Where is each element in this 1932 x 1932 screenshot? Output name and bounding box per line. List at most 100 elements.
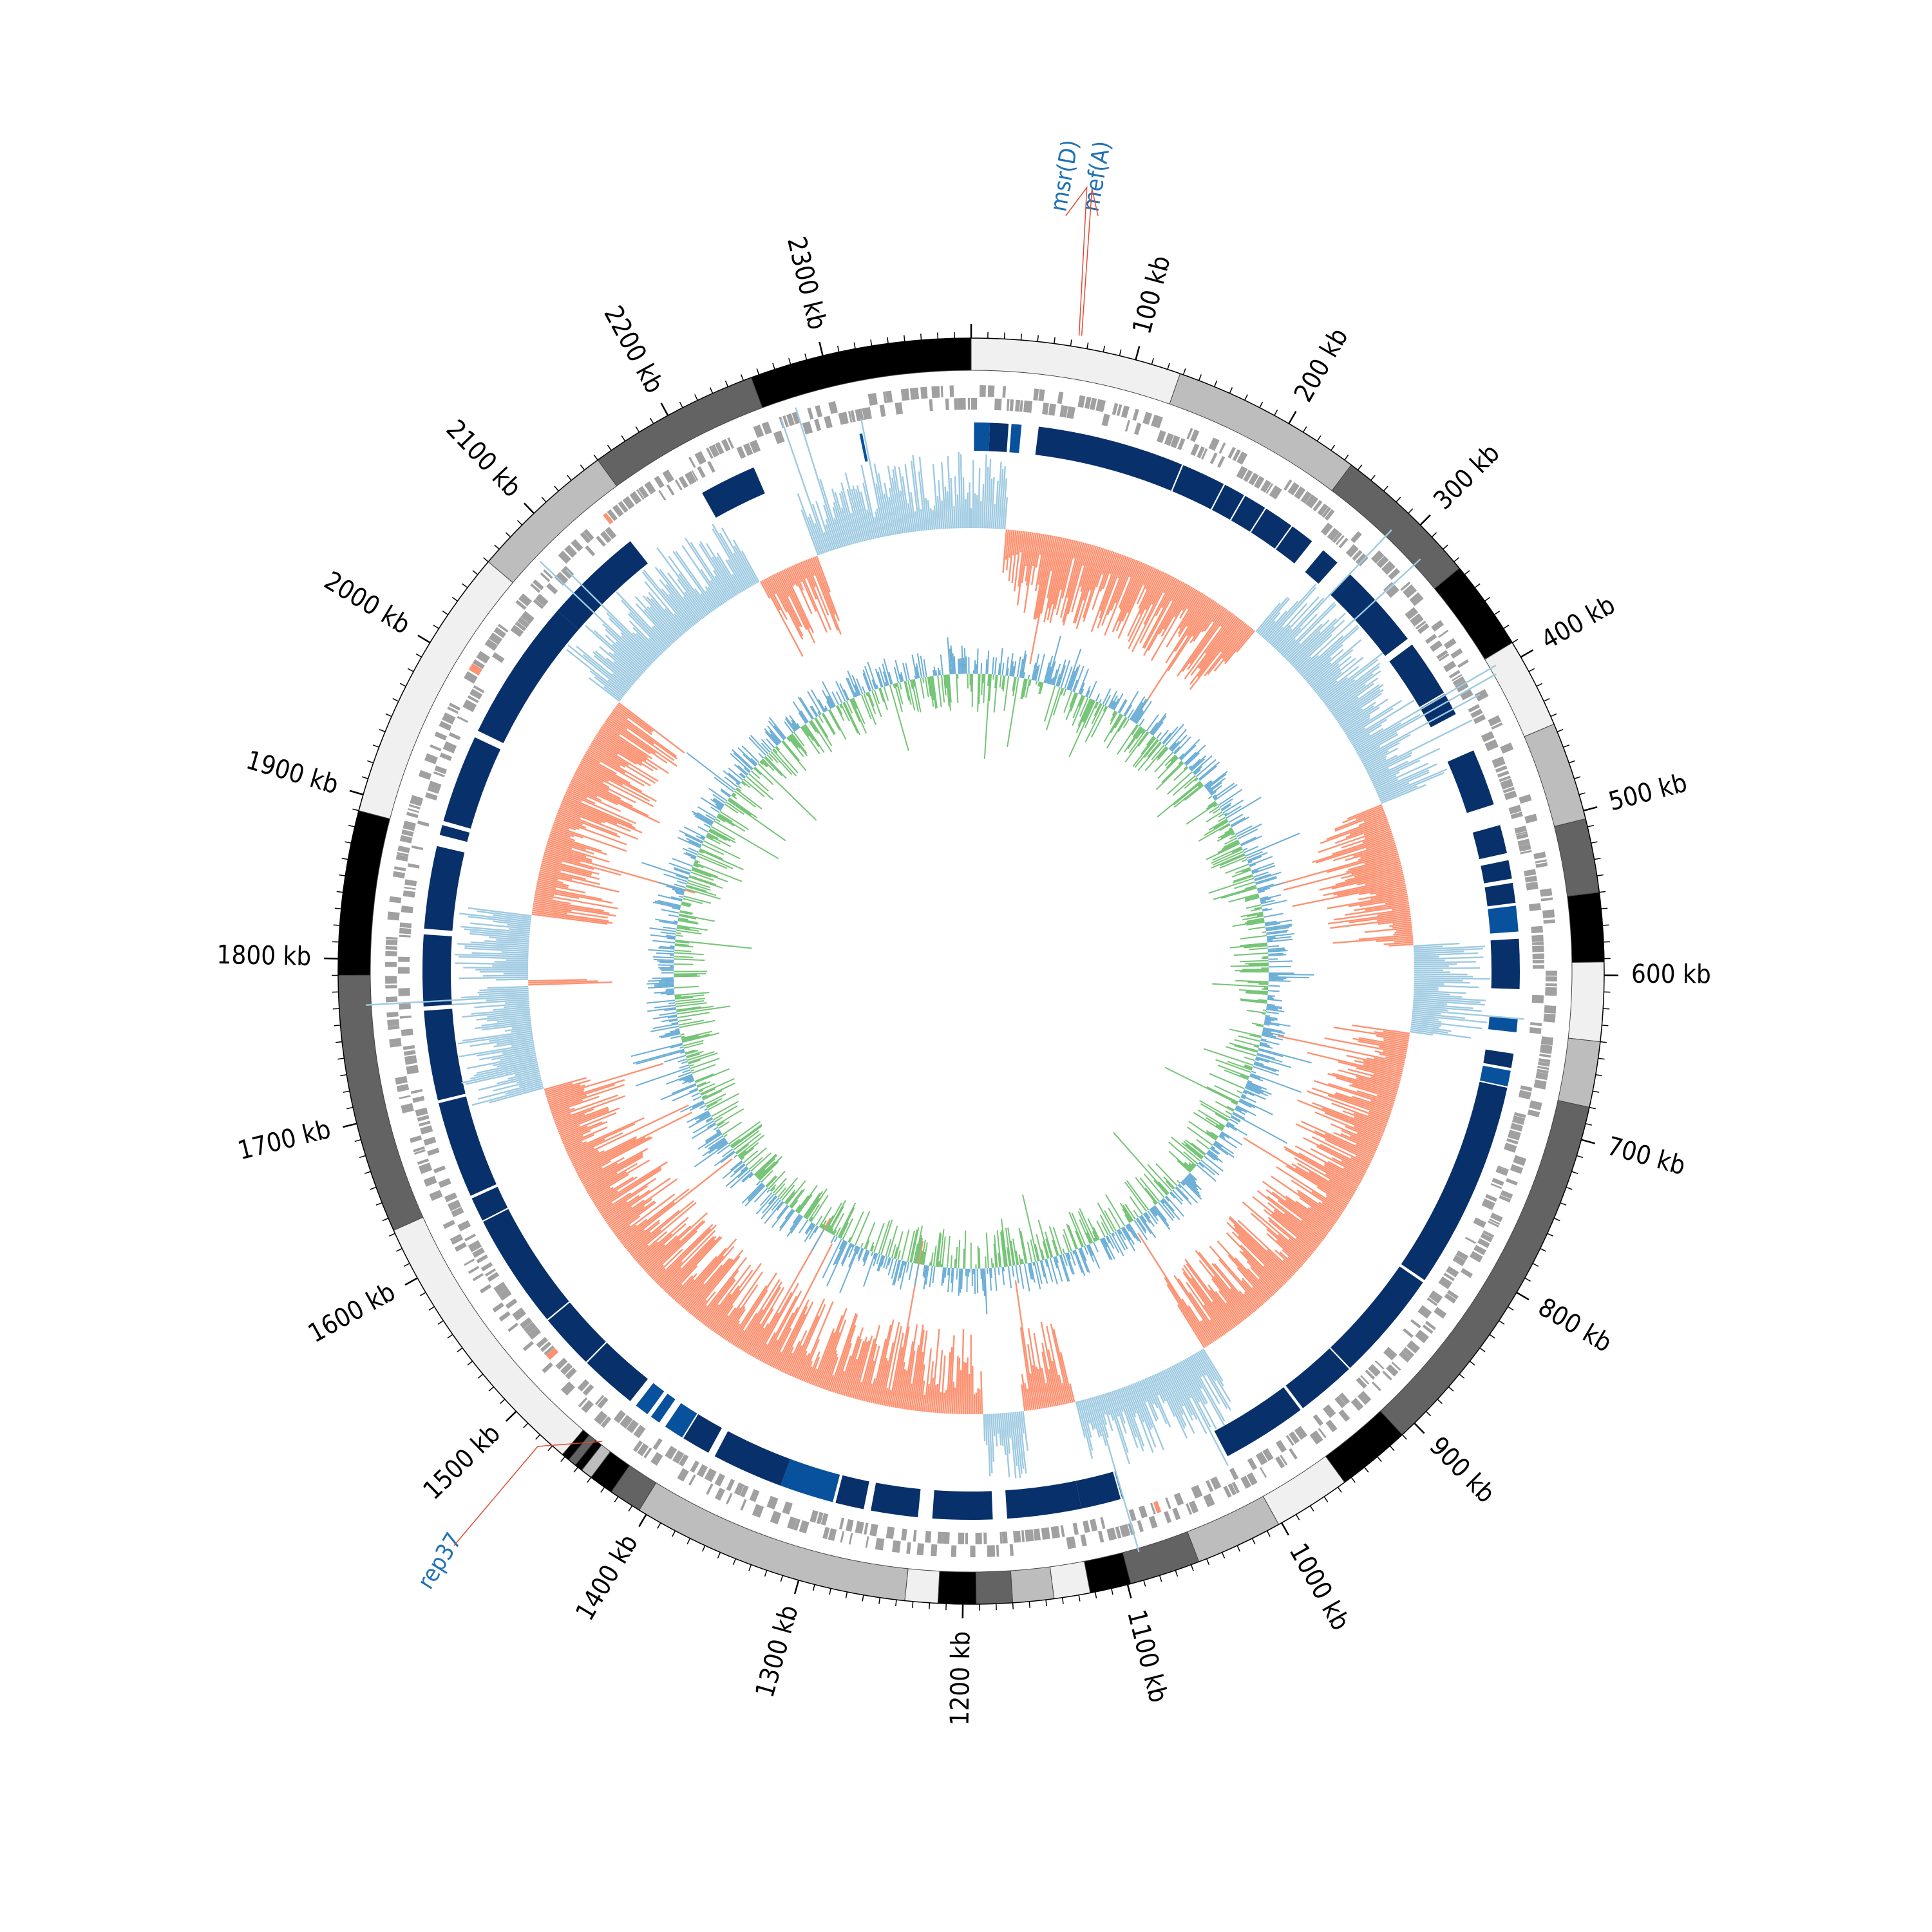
gc-content-bar [1181, 1267, 1229, 1333]
gc-skew-bar [1224, 837, 1238, 845]
gc-content-bar [1274, 598, 1325, 650]
gc-content-bar [1346, 1054, 1404, 1070]
gc-skew-bar [658, 894, 683, 902]
cds-feature [581, 1399, 594, 1414]
gc-content-bar [1374, 1050, 1406, 1059]
cds-feature [996, 1544, 999, 1557]
gc-skew-bar [1045, 1259, 1048, 1267]
gc-content-bar [592, 741, 659, 782]
gc-skew-bar [1262, 1032, 1274, 1036]
gc-skew-bar [963, 658, 965, 674]
gc-content-bar [616, 705, 652, 733]
gc-skew-bar [1039, 682, 1044, 694]
gc-skew-bar [1149, 1209, 1159, 1222]
gc-skew-bar [1160, 1199, 1165, 1204]
gc-content-bar [1328, 670, 1381, 710]
gc-skew-bar [916, 663, 920, 679]
gc-skew-bar [824, 705, 828, 711]
cds-feature [438, 1178, 451, 1188]
gc-content-bar [1112, 562, 1143, 632]
gc-skew-bar [672, 888, 685, 893]
gc-content-bar [536, 886, 602, 900]
gc-skew-bar [1159, 730, 1169, 742]
gc-content-bar [1377, 910, 1410, 916]
gc-content-bar [651, 626, 671, 647]
gc-skew-bar [1226, 797, 1262, 819]
gc-content-bar [1039, 534, 1045, 555]
gc-skew-bar [843, 689, 849, 701]
gc-content-bar [1061, 540, 1077, 599]
cds-feature [457, 715, 469, 723]
gc-skew-bar [1236, 1105, 1256, 1117]
gc-content-bar [1188, 1292, 1221, 1338]
cds-feature [1530, 1022, 1542, 1027]
gc-content-bar [1365, 828, 1392, 839]
minor-tick [1437, 1399, 1443, 1405]
gc-skew-bar [1266, 1006, 1283, 1010]
gc-content-bar [578, 764, 609, 782]
gc-skew-bar [717, 815, 735, 827]
gc-skew-bar [824, 707, 828, 712]
gc-content-bar [1307, 662, 1332, 684]
gc-skew-bar [676, 1005, 731, 1015]
gc-skew-bar [887, 1258, 894, 1276]
gc-skew-bar [824, 1215, 834, 1231]
gc-skew-bar [721, 788, 732, 797]
gc-skew-bar [1099, 699, 1102, 703]
gc-content-bar [564, 793, 582, 802]
gc-skew-bar [708, 788, 728, 802]
gc-content-bar [916, 1330, 928, 1411]
gc-skew-bar [688, 1059, 701, 1065]
gc-skew-bar [698, 850, 704, 854]
gc-content-bar [1376, 769, 1430, 794]
gc-content-bar [649, 606, 679, 639]
gc-skew-bar [1246, 921, 1265, 926]
gc-content-bar [1264, 600, 1299, 640]
gc-content-bar [1412, 1007, 1449, 1012]
gc-content-bar [1340, 701, 1376, 727]
gc-content-bar [1327, 912, 1411, 925]
gc-skew-bar [1236, 1090, 1243, 1094]
gc-skew-bar [904, 681, 910, 701]
gc-content-bar [735, 1312, 757, 1347]
gc-skew-bar [1213, 796, 1218, 800]
gc-skew-bar [1056, 674, 1061, 687]
gc-skew-bar [743, 1150, 759, 1164]
cds-feature [522, 1341, 534, 1352]
gc-skew-bar [1249, 1034, 1262, 1039]
gc-skew-bar [951, 1268, 954, 1293]
cds-feature [561, 1381, 575, 1396]
gc-content-bar [1151, 1375, 1165, 1404]
cds-feature [802, 421, 813, 435]
gc-content-bar [1227, 1255, 1269, 1300]
minor-tick [1566, 1186, 1573, 1190]
gc-content-bar [1413, 997, 1481, 1003]
minor-tick [649, 417, 654, 424]
gc-content-bar [551, 826, 583, 839]
cds-feature [427, 1148, 440, 1156]
gc-skew-bar [781, 741, 807, 772]
gc-skew-bar [907, 1230, 915, 1262]
gc-skew-bar [1258, 1049, 1283, 1057]
gc-skew-bar [886, 1256, 891, 1269]
gc-content-bar [990, 1414, 995, 1463]
gc-content-bar [918, 457, 928, 531]
gc-skew-bar [873, 1253, 877, 1260]
gc-content-bar [627, 1231, 651, 1252]
blast-hit-block [1483, 1049, 1514, 1068]
gc-skew-bar [1214, 784, 1238, 801]
cds-feature [707, 460, 715, 473]
gc-skew-bar [1184, 777, 1198, 789]
gc-skew-bar [1137, 732, 1150, 747]
gc-content-bar [768, 576, 788, 613]
gc-content-bar [1266, 1249, 1294, 1276]
gc-skew-bar [864, 665, 874, 691]
gc-content-bar [667, 573, 704, 620]
gc-skew-bar [705, 1132, 722, 1144]
gc-content-bar [602, 1200, 628, 1218]
blast-hit-block [1276, 526, 1312, 564]
gc-content-bar [621, 600, 668, 650]
gc-skew-bar [790, 1214, 801, 1231]
minor-tick [756, 368, 760, 375]
gc-skew-bar [748, 1173, 754, 1179]
